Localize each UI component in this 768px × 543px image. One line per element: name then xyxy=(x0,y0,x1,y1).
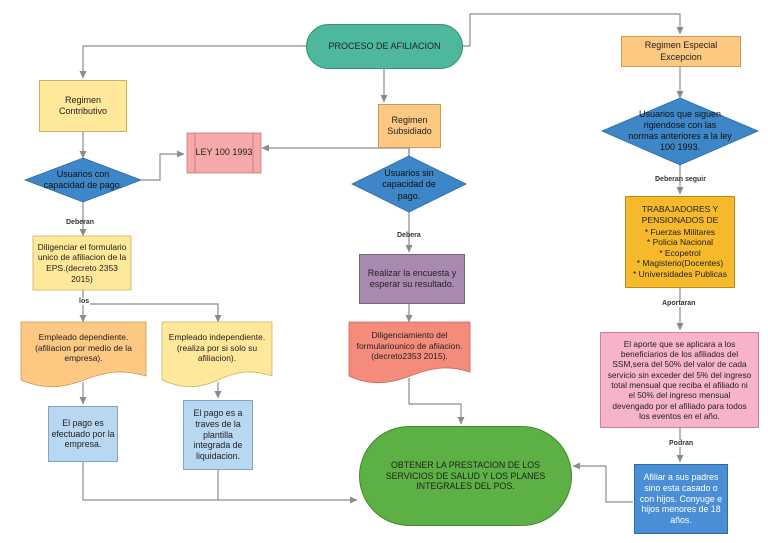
usuarios-sin-text: Usuarios sin capacidad de pago. xyxy=(382,168,436,201)
trabajadores-box: TRABAJADORES Y PENSIONADOS DE * Fuerzas … xyxy=(625,196,735,288)
edge-label-podran: Podran xyxy=(668,440,695,447)
trabajadores-item: * Ecopetrol xyxy=(659,247,701,258)
usuarios-capacidad-diamond xyxy=(23,157,143,203)
trabajadores-item: * Policia Nacional xyxy=(646,237,714,248)
diligenciar-formulario-text: Diligenciar el formulario unico de afili… xyxy=(37,241,127,284)
proceso-afiliacion-label: PROCESO DE AFILIACION xyxy=(328,40,441,51)
usuarios-rigiendose-diamond xyxy=(600,97,760,166)
ley-shape xyxy=(186,132,262,174)
regimen-subsidiado-label: Regimen Subsidiado xyxy=(387,114,432,136)
encuesta-box: Realizar la encuesta y esperar su result… xyxy=(359,254,465,304)
edge-pago-empresa-obtener xyxy=(82,462,358,504)
edge-usuarios-ley xyxy=(141,150,185,181)
edge-label-los: los xyxy=(78,298,91,305)
edge-proceso-especial xyxy=(463,13,684,47)
aporte-box: El aporte que se aplicara a los benefici… xyxy=(600,332,759,428)
regimen-especial-box: Regimen Especial Excepcion xyxy=(621,36,741,67)
regimen-contributivo-label: Regimen Contributivo xyxy=(58,94,108,116)
edge-afiliar-obtener xyxy=(572,462,633,503)
edge-label-debera: Debera xyxy=(397,232,421,239)
edge-diligenciamiento-obtener xyxy=(408,378,465,425)
dependiente-shape xyxy=(20,321,147,388)
empleado-independiente-text: Empleado independiente.(realiza por si s… xyxy=(168,332,266,364)
proceso-afiliacion-terminator: PROCESO DE AFILIACION xyxy=(306,24,463,69)
edge-diligenciar-split xyxy=(82,290,222,323)
ley-100-box: LEY 100 1993 xyxy=(195,133,253,173)
usuarios-sin-diamond xyxy=(351,155,467,213)
edge-proceso-contributivo xyxy=(79,45,306,79)
regimen-contributivo-box: Regimen Contributivo xyxy=(39,80,127,132)
usuarios-capacidad-text: Usuarios con capacidad de pago. xyxy=(43,168,123,190)
edge-label-deberan: Deberan xyxy=(66,219,95,226)
pago-empresa-box: El pago es efectuado por la empresa. xyxy=(48,406,118,462)
trabajadores-title: TRABAJADORES Y PENSIONADOS DE xyxy=(641,204,719,225)
regimen-especial-label: Regimen Especial Excepcion xyxy=(644,40,718,62)
empleado-dependiente-text: Empleado dependiente.(afiliacion por med… xyxy=(35,332,132,364)
diligenciamiento-shape xyxy=(348,321,471,384)
ley-100-label: LEY 100 1993 xyxy=(195,147,253,158)
edge-label-deberan-seguir: Deberan seguir xyxy=(655,176,706,183)
trabajadores-item: * Fuerzas Militares xyxy=(644,226,716,237)
regimen-subsidiado-box: Regimen Subsidiado xyxy=(378,104,441,148)
independiente-shape xyxy=(161,321,273,388)
diligenciar-shape xyxy=(32,235,132,291)
pago-planilla-box: El pago es a traves de la plantilla inte… xyxy=(183,400,253,470)
diligenciamiento-text: Diligenciamiento del formulariounico de … xyxy=(356,330,463,362)
afiliar-padres-box: Afiliar a sus padres sino esta casado o … xyxy=(634,464,728,534)
trabajadores-item: * Magisterio(Docentes) xyxy=(636,258,724,269)
obtener-prestacion-terminator: OBTENER LA PRESTACION DE LOS SERVICIOS D… xyxy=(359,426,572,526)
usuarios-rigiendose-text: Usuarios que siguen rigiendose con las n… xyxy=(628,108,732,153)
trabajadores-item: * Universidades Publicas xyxy=(632,269,728,280)
edge-label-aportaran: Aportaran xyxy=(661,300,697,307)
